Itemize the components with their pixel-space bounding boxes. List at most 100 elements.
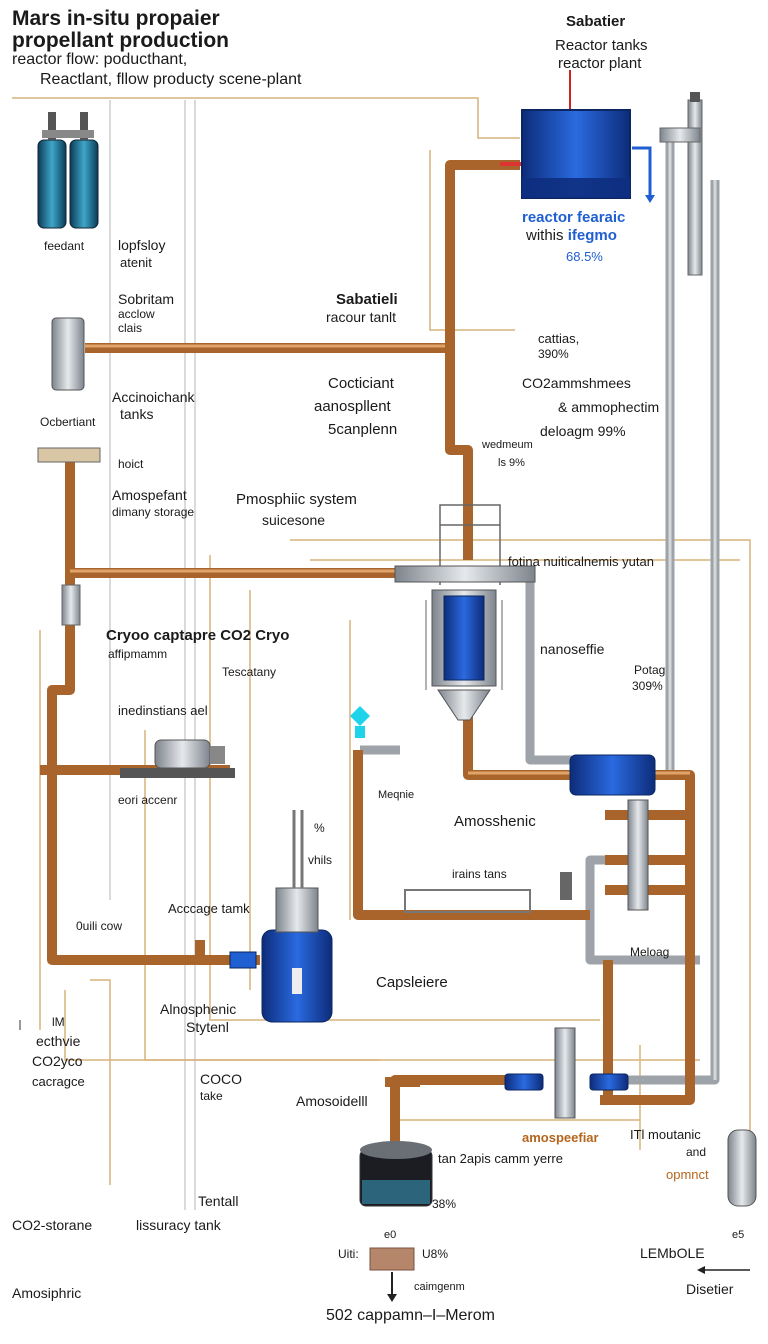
subtitle-line-1: reactor flow: poducthant, [12,51,188,68]
down-arrowhead [387,1294,397,1302]
mast-valve [659,127,701,143]
ecthvie-label: ecthvie [36,1033,81,1049]
reactor-tanks-label: Reactor tanks [555,37,648,54]
caimgenm-label: caimgenm [414,1281,465,1293]
opmnct-label: opmnct [666,1167,709,1182]
title-line-2: propellant production [12,29,229,52]
blue-arrowhead [645,195,655,203]
u8-label: U8% [422,1247,449,1261]
ifegmo-text: ifegmo [567,227,617,244]
subtitle-line-2: Reactlant, fllow producty scene-plant [40,71,302,88]
sabatieli-label: Sabatieli [336,291,398,308]
amosiphric-label: Amosiphric [12,1285,82,1301]
take-label: take [200,1089,223,1103]
aanospllent-label: aanospllent [314,398,391,415]
cryo-storage-tank [229,810,333,1023]
accinoichank-label: Accinoichank [112,389,195,405]
cattias-label: cattias, [538,331,580,346]
oxidant-tank [51,317,85,391]
wedmeum-value: ls 9% [498,457,525,469]
manifold-rack [404,889,531,913]
coupler-2 [589,1073,629,1091]
inline-filter [61,584,81,626]
withis-label: withis ifegmo [526,228,617,244]
eori-accenr-label: eori accenr [118,793,178,807]
feedant-label: feedant [44,239,85,253]
oxidant-label: Ocbertiant [40,415,96,429]
inedinstians-label: inedinstians ael [118,703,208,718]
tank-liquid [522,178,630,198]
acclow-label: acclow [118,307,155,321]
fotina-label: fotina nuiticalnemis yutan [508,554,654,569]
cryo-capture-label: Cryoo captapre CO2 Cryo [106,627,290,644]
tentall-label: Tentall [198,1193,239,1209]
sabatier-heading: Sabatier [566,13,626,30]
atenit-label: atenit [120,255,152,270]
cyan-marker-stem [355,726,365,738]
pmosphiic-system-label: Pmosphiic system [236,491,357,508]
meloag-label: Meloag [630,945,670,959]
steel-pipes [360,140,720,1085]
legend-swatch [369,1247,415,1271]
cattias-value: 390% [538,347,569,361]
steel-pipe-highlight [668,140,717,1080]
reactor-plant-label: reactor plant [558,55,642,72]
efficiency-value: 68.5% [566,249,603,264]
lembole-label: LEMbOLE [640,1245,705,1261]
withis-text: withis [526,227,568,244]
heat-exchanger [569,754,656,796]
instrument-mast [687,99,703,276]
cocticiant-label: Cocticiant [328,375,394,392]
bottom-vertical-column [554,1027,576,1119]
lopfsloy-label: lopfsloy [118,237,166,253]
deloagm-label: deloagm 99% [540,423,626,439]
co2-storane-label: CO2-storane [12,1217,93,1233]
feedant-cylinders [37,112,99,229]
acccage-tank-label: Acccage tamk [168,901,250,916]
uiti-label: Uiti: [338,1247,359,1261]
itl-moutanic-label: ITl moutanic [630,1127,701,1142]
affipmamm-label: affipmamm [108,647,168,661]
pct-38-label: 38% [432,1197,457,1211]
vertical-exchanger [627,799,649,911]
coupler-1 [504,1073,544,1091]
stytenl-label: Stytenl [186,1019,229,1035]
tan-2apis-label: tan 2apis camm yerre [438,1151,563,1166]
mast-cap [690,92,700,102]
and-label: and [686,1145,707,1159]
lissuracy-tank-label: lissuracy tank [136,1217,221,1233]
potag-label: Potag [634,663,666,677]
amosoidelll-label: Amosoidelll [296,1093,368,1109]
disetier-label: Disetier [686,1281,734,1297]
wedmeum-label: wedmeum [482,439,533,451]
percent-label: % [314,821,325,835]
e0-label: e0 [384,1229,397,1241]
bottom-caption: 502 cappamn–I–Merom [326,1307,495,1324]
ammophectim-label: & ammophectim [558,399,660,415]
title-line-1: Mars in-situ propaier [12,7,220,30]
left-arrowhead [697,1266,705,1274]
bottom-storage-tank [359,1141,433,1207]
clais-label: clais [118,321,143,335]
amosshenic-label: Amosshenic [454,813,536,830]
reactor-fearaic-label: reactor fearaic [522,209,626,226]
amospefant-label: Amospefant [112,487,187,503]
vhils-label: vhils [308,853,333,867]
central-column-reactor [394,504,536,721]
co2ammshmees-label: CO2ammshmees [522,375,631,391]
amospeefiar-label: amospeefiar [522,1130,599,1145]
racour-tank-label: racour tanlt [326,309,397,325]
tescatany-label: Tescatany [222,665,277,679]
suicesone-label: suicesone [262,512,326,528]
meqnie-label: Meqnie [378,789,415,801]
capsleiere-label: Capsleiere [376,974,448,991]
5canplenn-label: 5canplenn [328,421,398,438]
hoict-label: hoict [118,457,144,471]
tanks-label: tanks [120,406,154,422]
potag-value: 309% [632,679,663,693]
sorbitam-label: Sobritam [118,291,175,307]
coco-label: COCO [200,1071,242,1087]
gas-cylinder [727,1129,757,1207]
